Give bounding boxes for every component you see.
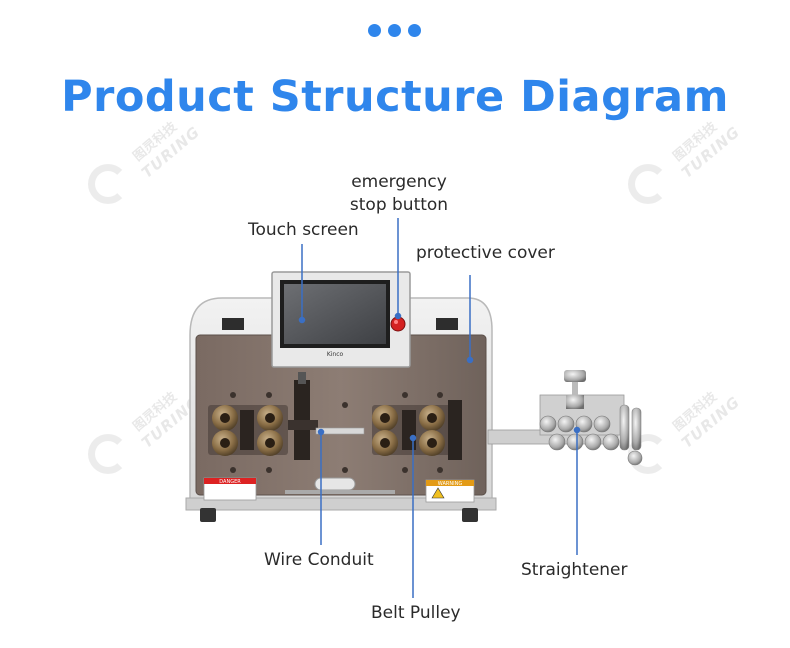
wire-conduit-tube xyxy=(315,427,365,435)
watermark-logo: 图灵科技 TURING xyxy=(88,390,204,480)
leader-lines xyxy=(298,218,581,598)
leader-dot xyxy=(394,312,402,320)
emergency-stop-button xyxy=(390,316,406,332)
watermark-logo: 图灵科技 TURING xyxy=(88,120,204,210)
straightener-assembly xyxy=(487,370,643,466)
label-protective-cover: protective cover xyxy=(416,243,555,263)
leader-dot xyxy=(573,426,581,434)
right-roller-group xyxy=(372,400,462,460)
watermark-logo: 图灵科技 TURING xyxy=(628,120,744,210)
cutter-assembly xyxy=(288,372,318,460)
label-belt-pulley: Belt Pulley xyxy=(371,603,461,623)
warning-sticker: WARNING xyxy=(425,479,475,503)
leader-dot xyxy=(466,356,474,364)
label-emergency-stop: emergency stop button xyxy=(340,171,458,217)
watermark-ring-icon xyxy=(628,164,668,204)
label-wire-conduit: Wire Conduit xyxy=(264,550,374,570)
leader-dot xyxy=(298,316,306,324)
watermark-ring-icon xyxy=(88,434,128,474)
dot xyxy=(368,24,381,37)
label-touch-screen: Touch screen xyxy=(248,220,359,240)
dot xyxy=(408,24,421,37)
warning-text: WARNING xyxy=(438,481,463,487)
screen-brand: Kinco xyxy=(327,351,344,358)
label-emergency-line1: emergency xyxy=(351,172,447,192)
danger-text: DANGER xyxy=(219,479,241,485)
watermark-ring-icon xyxy=(88,164,128,204)
danger-sticker: DANGER xyxy=(203,477,257,501)
label-emergency-line2: stop button xyxy=(349,195,449,215)
touch-screen-unit: Kinco xyxy=(271,271,411,368)
dot xyxy=(388,24,401,37)
header-dots xyxy=(368,24,421,37)
left-roller-group xyxy=(208,405,288,456)
label-straightener: Straightener xyxy=(521,560,628,580)
leader-dot xyxy=(409,434,417,442)
page-title: Product Structure Diagram xyxy=(61,72,729,122)
leader-dot xyxy=(317,428,325,436)
